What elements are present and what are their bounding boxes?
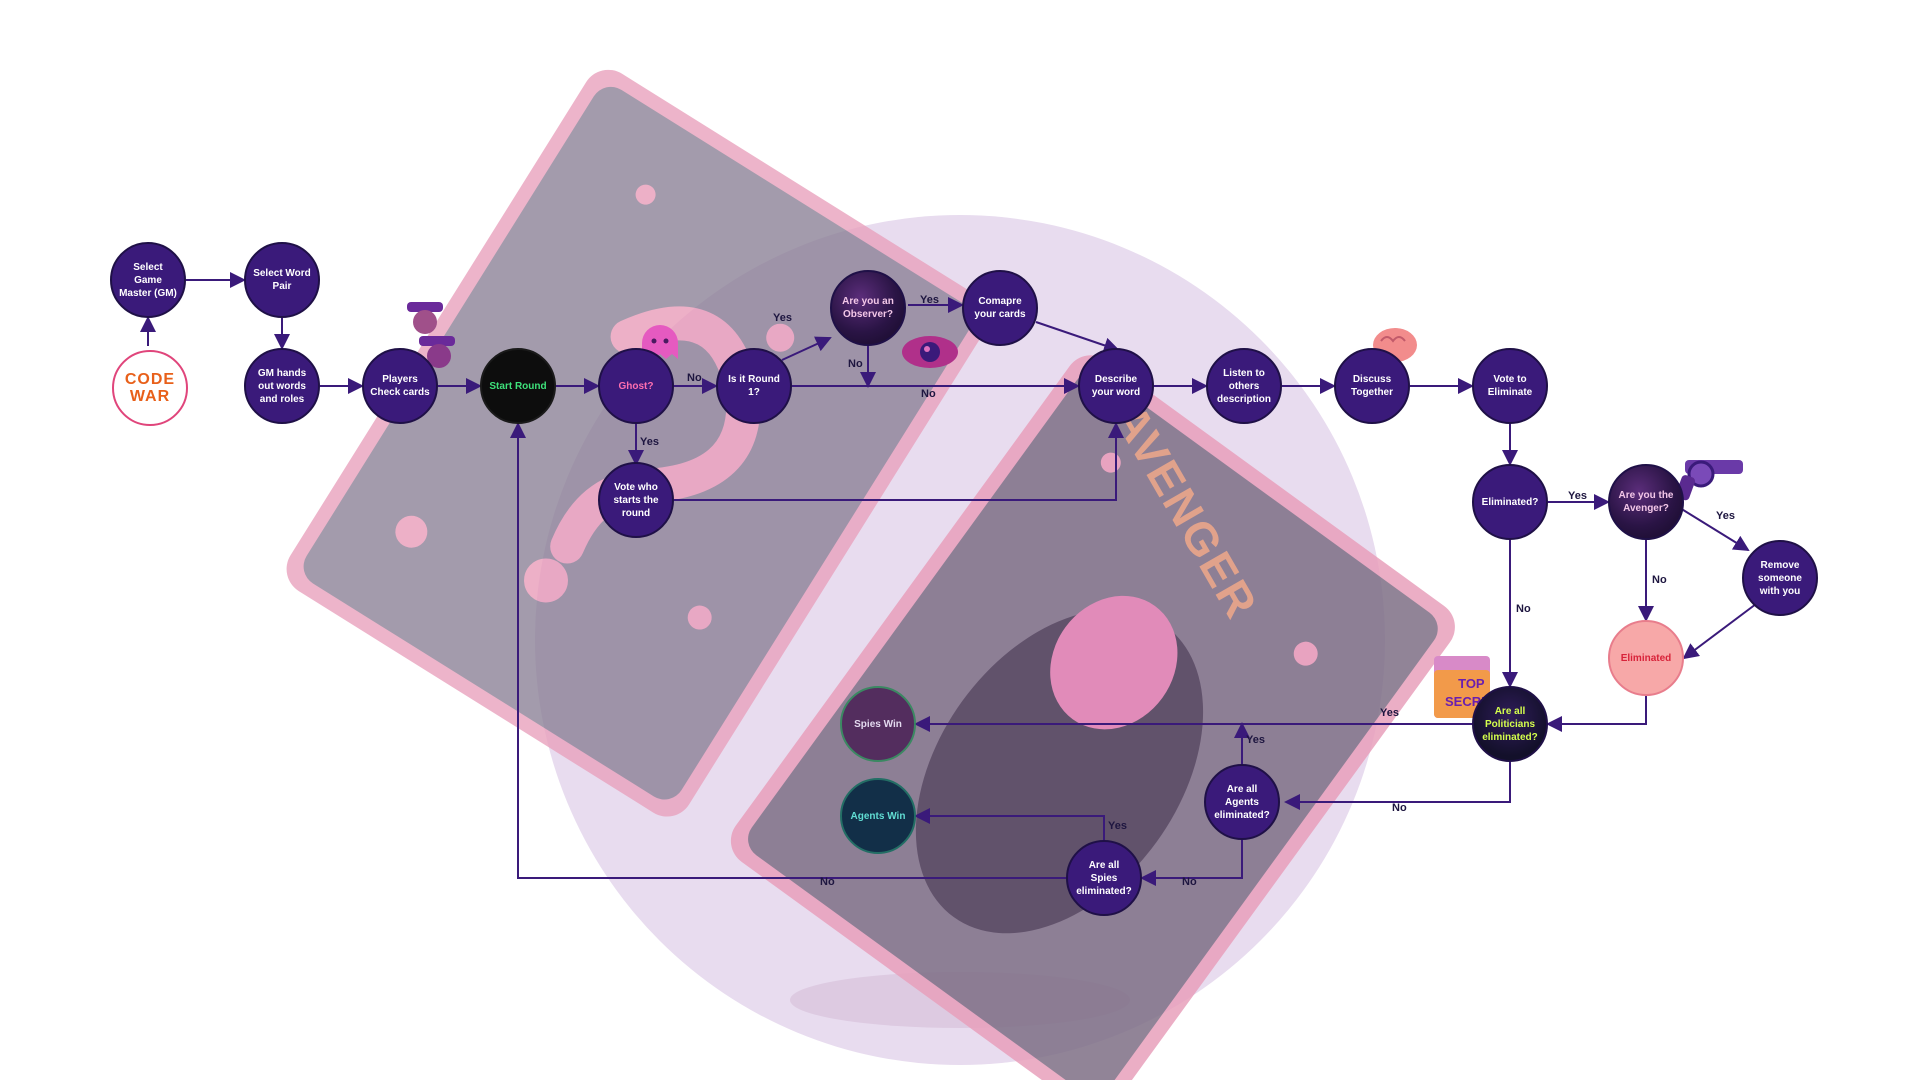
node-is-round-1-label: Is it Round 1?: [728, 374, 780, 398]
edge-remove-eliminated: [1682, 603, 1757, 660]
revolver-icon: [1675, 460, 1743, 501]
edge-vote-describe: [674, 422, 1124, 501]
label-avenger-no: No: [1652, 574, 1667, 586]
node-vote-starts: Vote who starts the round: [598, 462, 674, 538]
label-ghost-yes: Yes: [640, 436, 659, 448]
logo-line2: WAR: [129, 388, 171, 405]
node-describe-word-label: Describe your word: [1091, 374, 1141, 398]
label-politicians-no: No: [1392, 802, 1407, 814]
node-listen-label: Listen to others description: [1217, 367, 1271, 405]
node-select-word-pair-label: Select Word Pair: [253, 268, 311, 292]
label-round1-no: No: [921, 388, 936, 400]
edge-agents-spies: [1140, 840, 1243, 886]
node-eliminated-question-label: Eliminated?: [1481, 496, 1539, 508]
edge-eliminated-politicians2: [1546, 696, 1647, 732]
node-remove-someone-label: Remove someone with you: [1758, 559, 1802, 597]
node-select-word-pair: Select Word Pair: [244, 242, 320, 318]
label-eliminated-no: No: [1516, 603, 1531, 615]
label-observer-no: No: [848, 358, 863, 370]
node-ghost-label: Ghost?: [618, 380, 654, 392]
node-observer: Are you an Observer?: [830, 270, 906, 346]
top-secret-line1: TOP: [1458, 676, 1485, 691]
node-select-gm-label: Select Game Master (GM): [119, 261, 177, 299]
node-vote-eliminate-label: Vote to Eliminate: [1487, 374, 1533, 398]
node-start-round: Start Round: [480, 348, 556, 424]
edge-spies-agentswin: [914, 808, 1105, 840]
node-gm-hands-out-label: GM hands out words and roles: [257, 367, 307, 405]
node-compare-cards-label: Comapre your cards: [974, 296, 1026, 320]
node-avenger-question: Are you the Avenger?: [1608, 464, 1684, 540]
node-describe-word: Describe your word: [1078, 348, 1154, 424]
node-observer-label: Are you an Observer?: [842, 296, 894, 320]
node-remove-someone: Remove someone with you: [1742, 540, 1818, 616]
label-agents-no: No: [1182, 876, 1197, 888]
node-discuss-label: Discuss Together: [1350, 374, 1394, 398]
spies-figure-icon: [407, 302, 455, 368]
node-ghost: Ghost?: [598, 348, 674, 424]
node-is-round-1: Is it Round 1?: [716, 348, 792, 424]
node-agents-question: Are all Agents eliminated?: [1204, 764, 1280, 840]
node-avenger-question-label: Are you the Avenger?: [1618, 490, 1674, 514]
label-eliminated-yes: Yes: [1568, 490, 1587, 502]
node-eliminated: Eliminated: [1608, 620, 1684, 696]
node-spies-question: Are all Spies eliminated?: [1066, 840, 1142, 916]
node-spies-win-label: Spies Win: [854, 718, 902, 730]
node-vote-eliminate: Vote to Eliminate: [1472, 348, 1548, 424]
node-eliminated-question: Eliminated?: [1472, 464, 1548, 540]
node-start-round-label: Start Round: [489, 380, 547, 392]
edge-spies-start: [510, 422, 1066, 879]
edge-politicians-agents: [1284, 762, 1511, 810]
node-spies-win: Spies Win: [840, 686, 916, 762]
node-select-gm: Select Game Master (GM): [110, 242, 186, 318]
label-ghost-no: No: [687, 372, 702, 384]
label-avenger-yes: Yes: [1716, 510, 1735, 522]
label-spies-yes: Yes: [1108, 820, 1127, 832]
edge-compare-describe: [1035, 321, 1120, 354]
node-listen: Listen to others description: [1206, 348, 1282, 424]
eye-icon: [902, 336, 958, 368]
node-players-check: Players Check cards: [362, 348, 438, 424]
edge-round1-observer: [781, 336, 832, 361]
label-round1-yes: Yes: [773, 312, 792, 324]
node-gm-hands-out: GM hands out words and roles: [244, 348, 320, 424]
label-spies-no: No: [820, 876, 835, 888]
node-discuss: Discuss Together: [1334, 348, 1410, 424]
node-politicians-question: Are all Politicians eliminated?: [1472, 686, 1548, 762]
node-spies-question-label: Are all Spies eliminated?: [1076, 859, 1132, 897]
label-agents-yes: Yes: [1246, 734, 1265, 746]
node-agents-win: Agents Win: [840, 778, 916, 854]
label-observer-yes: Yes: [920, 294, 939, 306]
logo-line1: CODE: [124, 371, 176, 388]
node-agents-win-label: Agents Win: [850, 810, 906, 822]
node-agents-question-label: Are all Agents eliminated?: [1214, 783, 1270, 821]
node-players-check-label: Players Check cards: [370, 374, 430, 398]
label-politicians-yes: Yes: [1380, 707, 1399, 719]
node-vote-starts-label: Vote who starts the round: [613, 481, 659, 519]
node-politicians-question-label: Are all Politicians eliminated?: [1482, 705, 1538, 743]
node-compare-cards: Comapre your cards: [962, 270, 1038, 346]
edge-avenger-remove: [1679, 507, 1750, 552]
node-eliminated-label: Eliminated: [1620, 652, 1672, 664]
